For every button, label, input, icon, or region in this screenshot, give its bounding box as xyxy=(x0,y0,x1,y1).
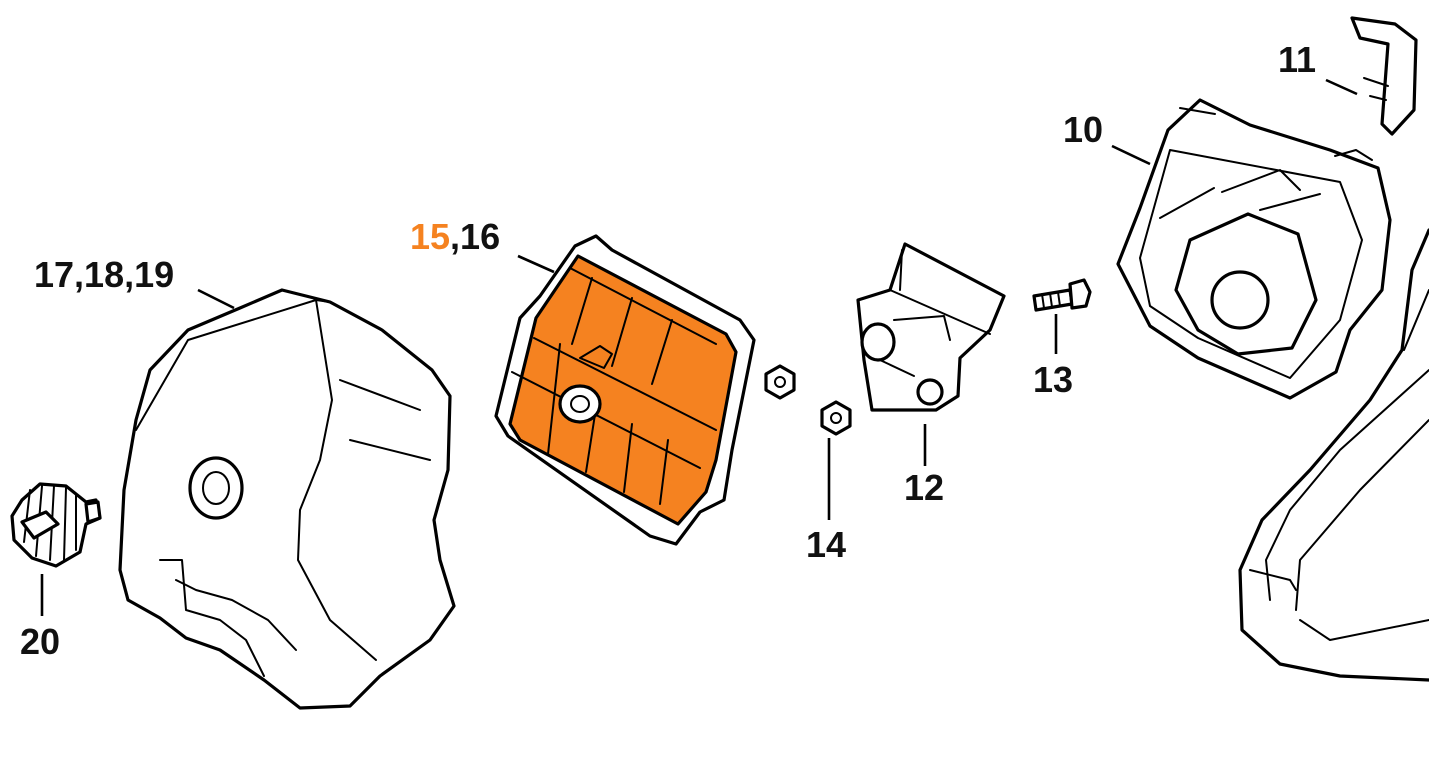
part-11-clip[interactable] xyxy=(1350,16,1418,136)
part-12-manifold[interactable] xyxy=(856,242,1006,412)
part-14-nut-lower[interactable] xyxy=(820,400,852,436)
callout-11: 11 xyxy=(1278,39,1316,80)
callout-12: 12 xyxy=(904,467,944,508)
part-15-16-air-filter[interactable] xyxy=(494,234,756,546)
callout-17-18-19: 17,18,19 xyxy=(34,254,174,295)
leader-lines xyxy=(40,78,1358,616)
callout-15-highlighted: 15 xyxy=(410,216,450,257)
callout-16: ,16 xyxy=(450,216,500,257)
part-20-knob[interactable] xyxy=(10,482,102,568)
callout-14: 14 xyxy=(806,524,846,565)
engine-housing-partial xyxy=(1238,228,1429,682)
part-13-bolt[interactable] xyxy=(1032,278,1092,312)
part-10-housing[interactable] xyxy=(1116,98,1392,400)
callout-20: 20 xyxy=(20,621,60,662)
part-17-18-19-filter-cover[interactable] xyxy=(118,288,456,710)
part-14-nut-upper[interactable] xyxy=(764,364,796,400)
callout-10: 10 xyxy=(1063,109,1103,150)
callout-15-16: 15,16 xyxy=(410,216,500,257)
callout-13: 13 xyxy=(1033,359,1073,400)
